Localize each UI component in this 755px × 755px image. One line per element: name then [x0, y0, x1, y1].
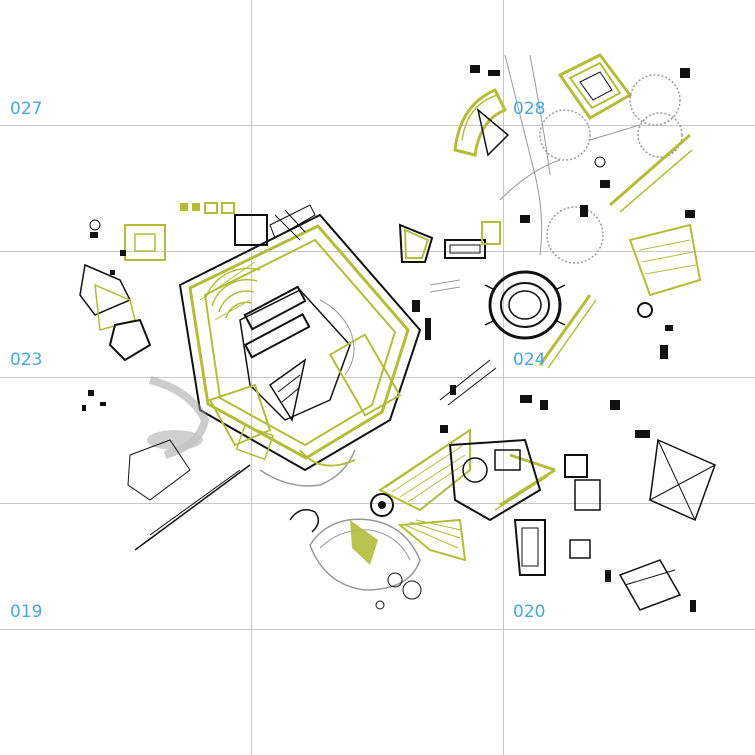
- plan-central-works: [289, 221, 501, 610]
- tile-label-020: 020: [513, 602, 545, 622]
- tile-label-023: 023: [10, 350, 42, 370]
- tile-label-028: 028: [513, 99, 545, 119]
- tile-label-027: 027: [10, 99, 42, 119]
- tile-labels: 027 028 023 024 019 020: [10, 99, 545, 622]
- tile-label-024: 024: [513, 350, 545, 370]
- plan-west-complex: [79, 202, 422, 551]
- plan-north-east: [453, 53, 702, 331]
- tile-label-019: 019: [10, 602, 42, 622]
- plan-east-complex: [439, 270, 716, 612]
